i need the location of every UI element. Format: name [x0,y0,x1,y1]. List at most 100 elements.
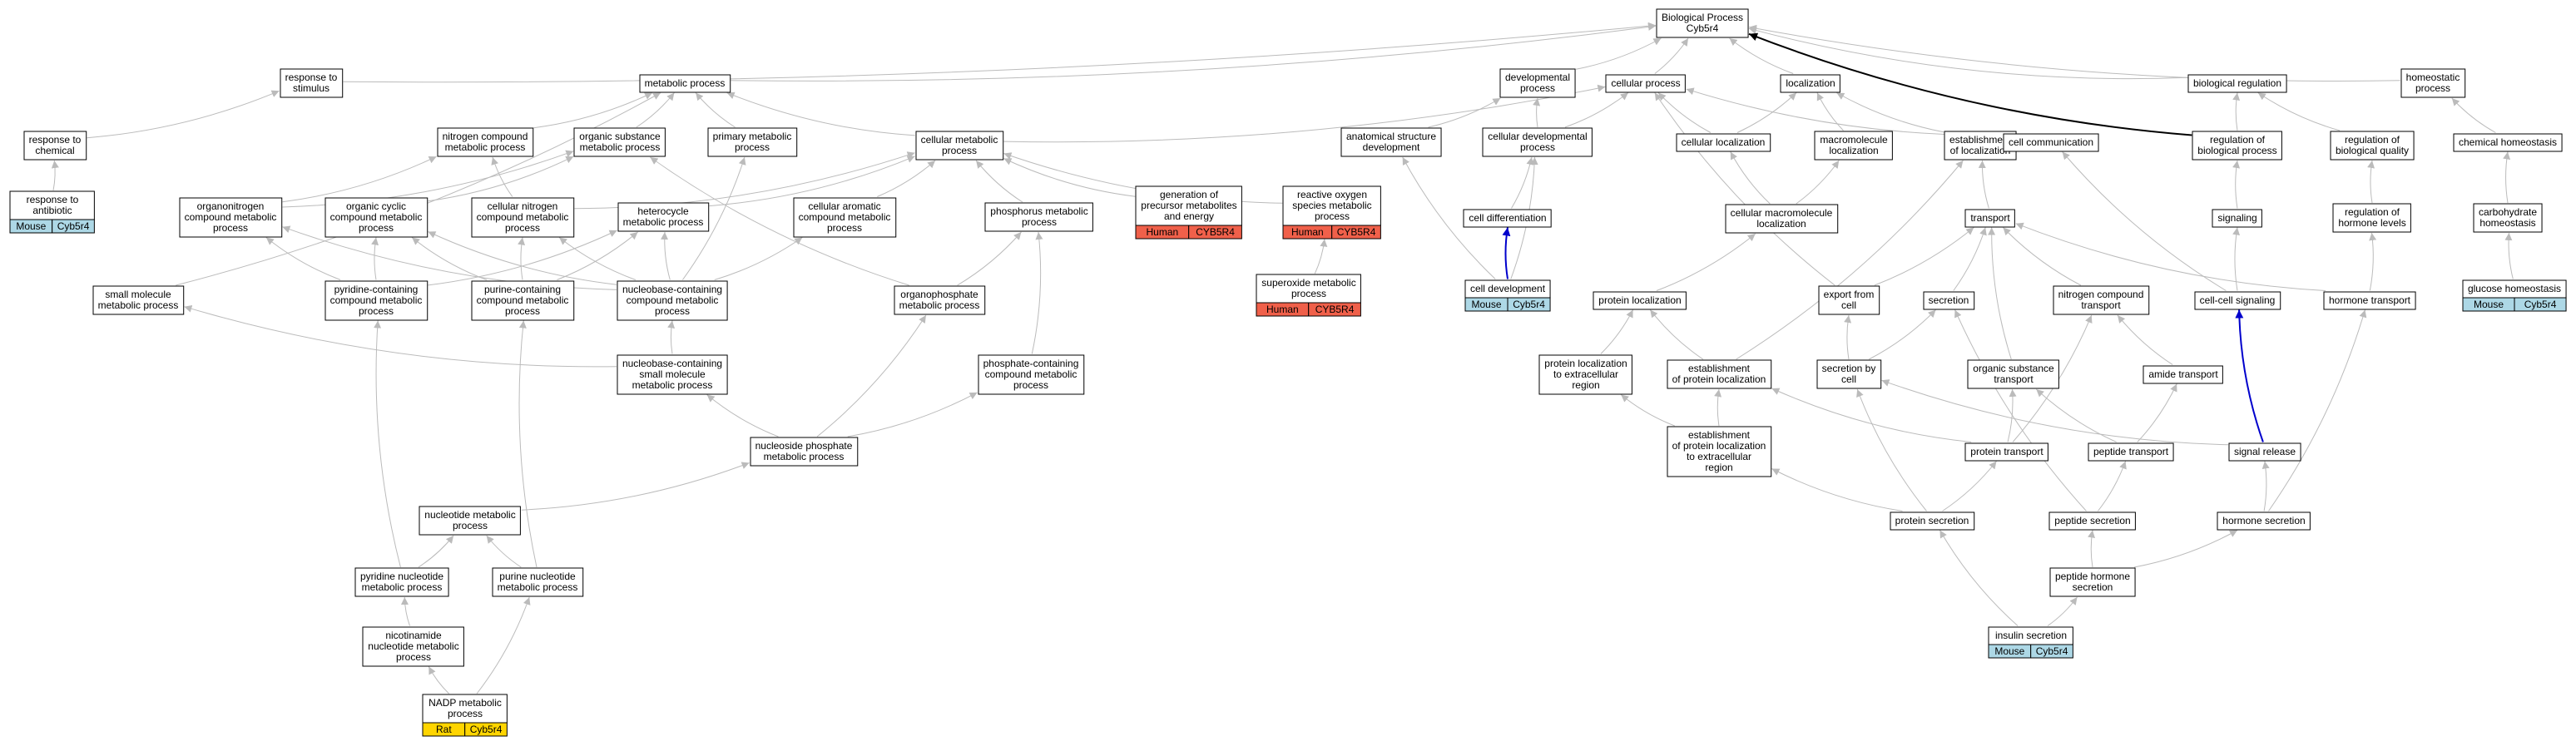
is-a-edge [1844,314,1852,360]
go-term-node[interactable]: localization [1780,74,1840,93]
go-term-node[interactable]: secretion [1923,291,1975,310]
go-term-node[interactable]: peptide secretion [2048,511,2136,531]
is-a-edge [1836,92,1944,133]
is-a-edge [428,666,449,694]
node-box [2330,131,2415,161]
go-term-node[interactable]: cellular localization [1676,133,1771,152]
go-term-node[interactable]: amide transport [2143,365,2223,384]
go-term-node[interactable]: cellular process [1605,74,1686,93]
node-label: protein localization [1544,358,1627,369]
go-term-node[interactable]: peptide transport [2088,442,2174,462]
go-term-node[interactable]: signal release [2228,442,2301,462]
go-term-node[interactable]: hormone transport [2323,291,2416,310]
go-term-node[interactable]: biological regulation [2187,74,2287,93]
node-label: small molecule [639,368,706,380]
node-box [1605,74,1686,93]
go-term-node[interactable]: protein secretion [1890,511,1975,531]
is-a-edge [428,230,617,286]
go-term-node[interactable]: hormone secretion [2217,511,2311,531]
node-label: process [359,222,394,234]
node-box [92,285,185,315]
node-label: cell [1841,373,1856,385]
go-term-node[interactable]: metabolic process [639,74,731,93]
node-label: pyridine-containing [334,284,419,295]
node-box [354,567,449,597]
go-term-node[interactable]: cell communication [2003,133,2099,152]
go-term-node[interactable]: transport [1964,209,2015,228]
node-box [639,74,731,93]
go-term-node[interactable]: cell-cell signaling [2194,291,2281,310]
node-label: antibiotic [32,205,72,216]
node-box [1593,291,1687,310]
node-box [9,190,95,220]
node-label: export from [1824,289,1875,300]
node-box [1499,68,1576,98]
is-a-edge [636,92,675,128]
is-a-edge [2261,461,2270,511]
go-term-node[interactable]: protein transport [1964,442,2048,462]
is-a-edge [476,596,531,694]
go-term-node[interactable]: signaling [2212,209,2262,228]
is-a-edge [2117,314,2173,365]
node-label: chemical homeostasis [2459,136,2557,148]
node-label: nucleobase-containing [622,358,722,369]
is-a-edge [1816,92,1844,131]
go-term-node[interactable]: cell differentiation [1463,209,1552,228]
go-term-node[interactable]: chemical homeostasis [2453,133,2563,152]
go-term-node[interactable]: protein localization [1593,291,1687,310]
node-box [2053,285,2150,315]
node-label: response to [27,194,79,205]
